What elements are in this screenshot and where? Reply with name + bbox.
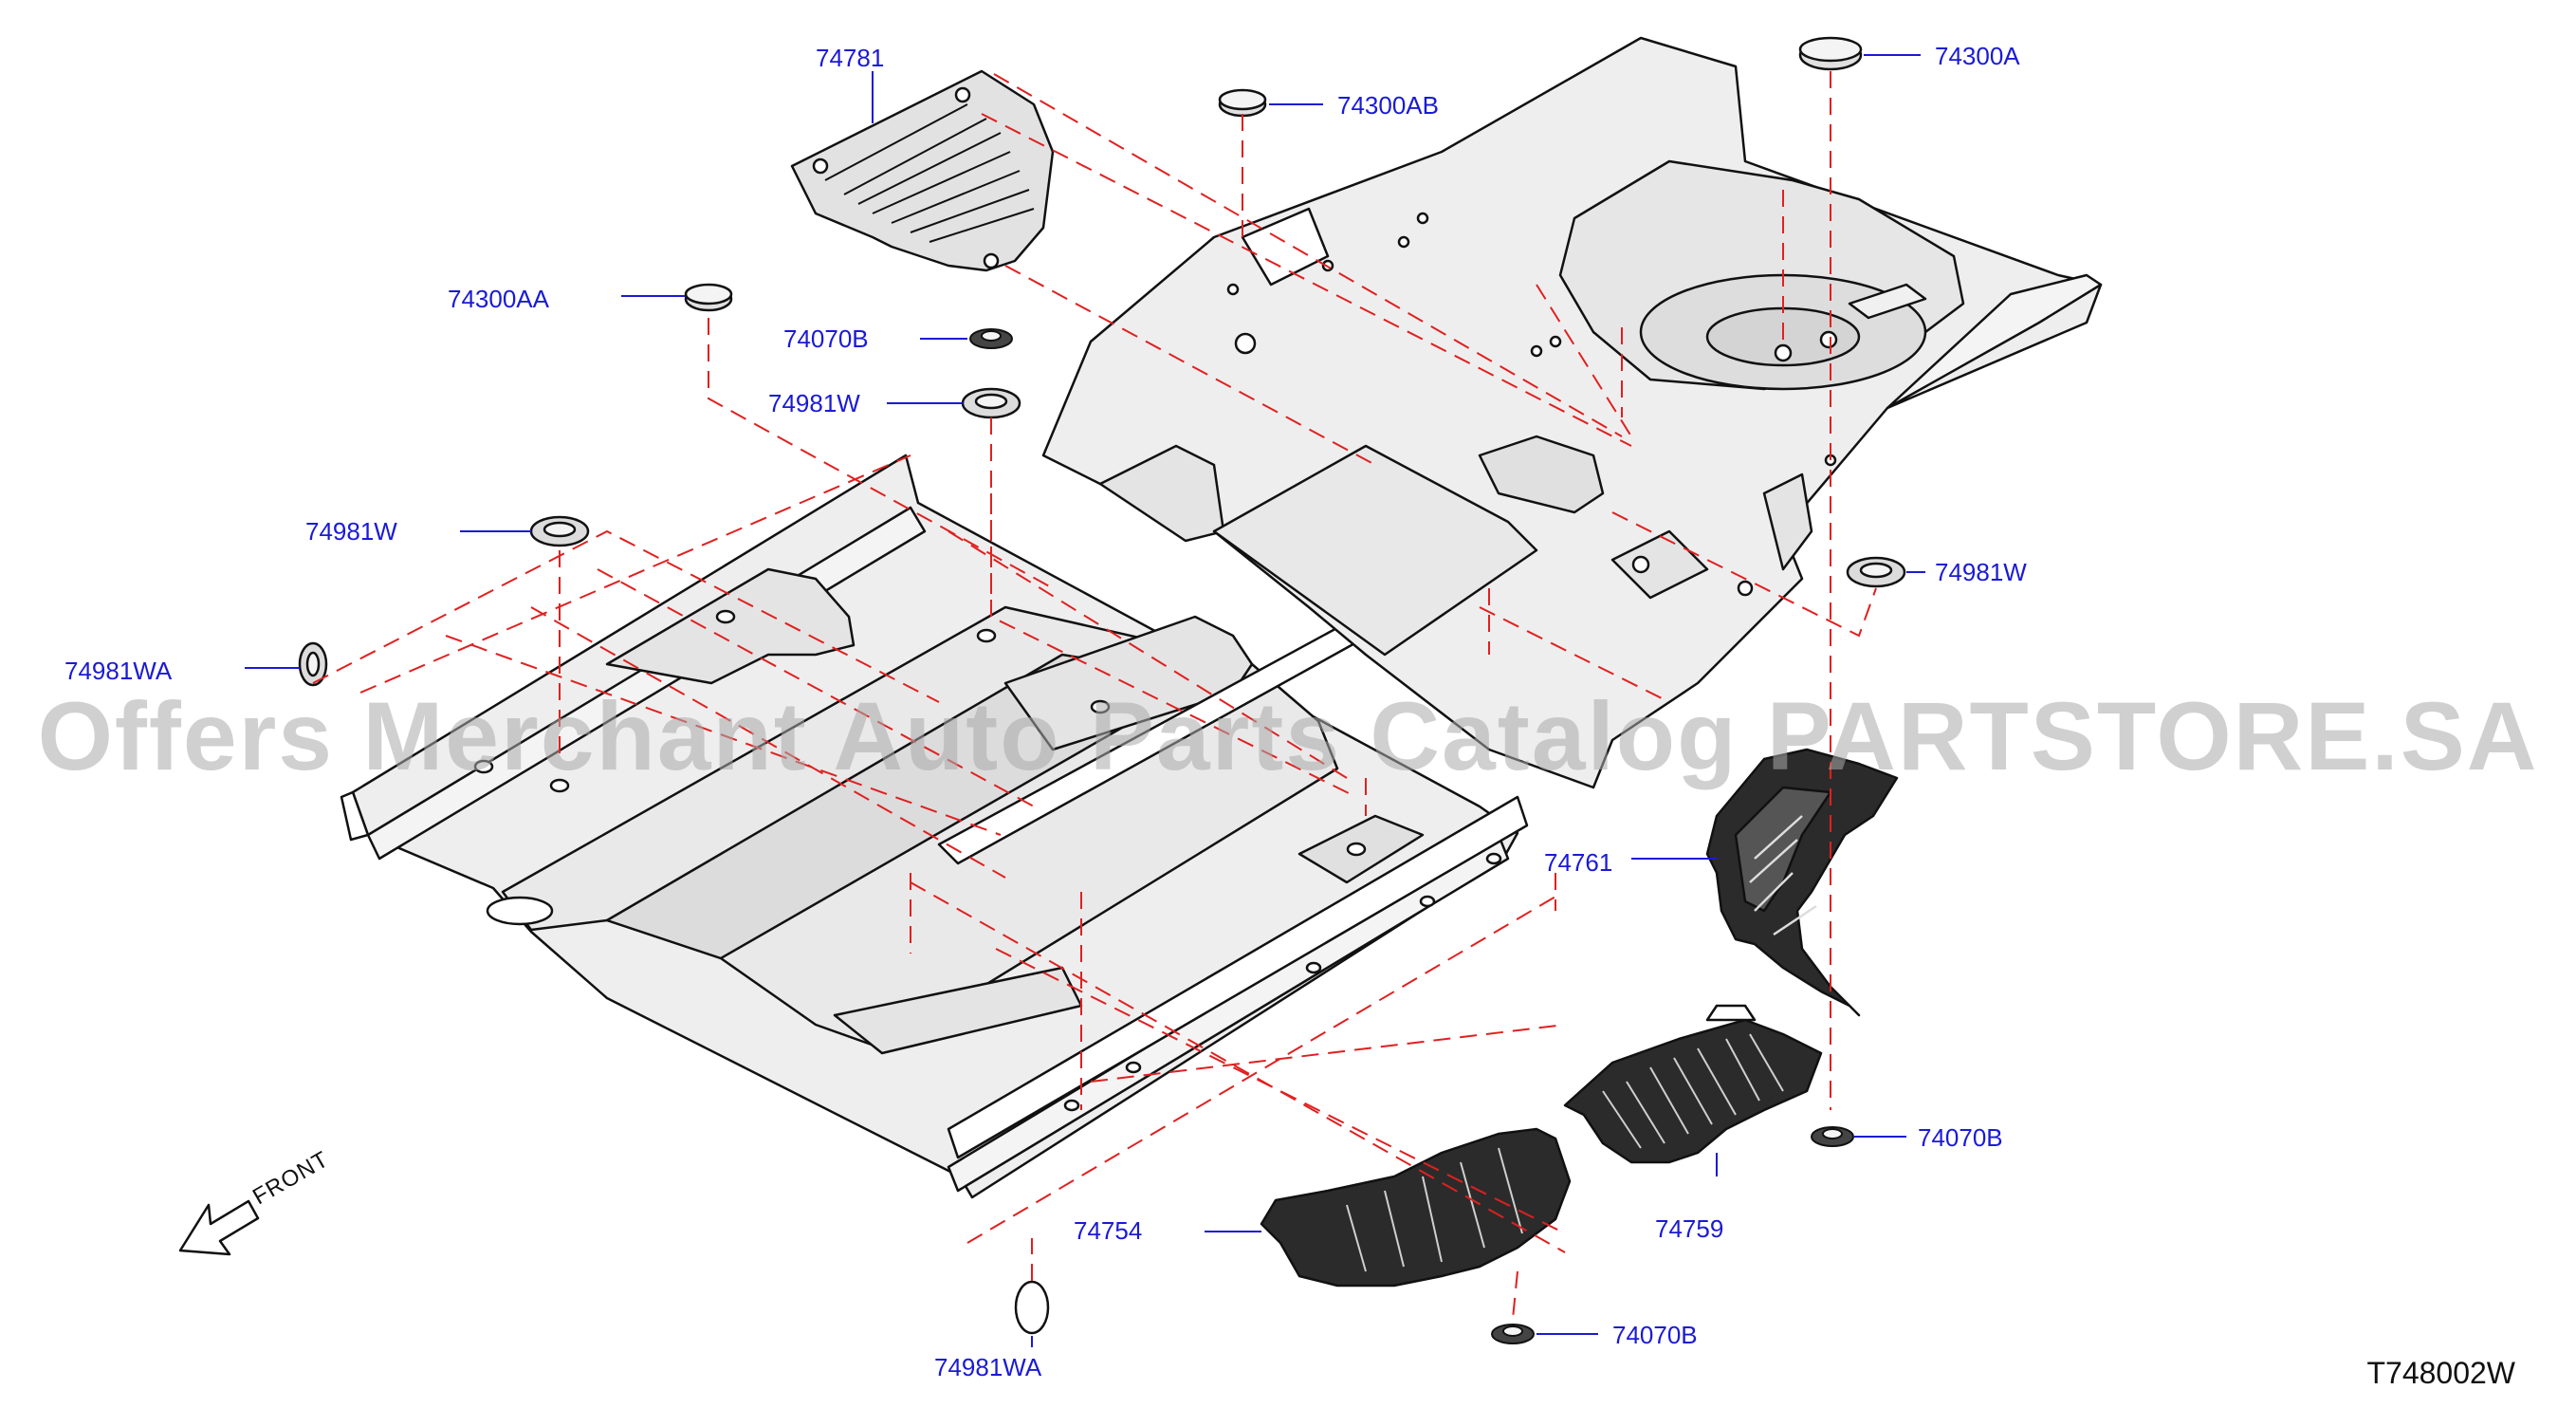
- callout-74781[interactable]: 74781: [816, 44, 885, 72]
- diagram-code: T748002W: [2366, 1356, 2515, 1390]
- callout-74070B-right[interactable]: 74070B: [1918, 1123, 2003, 1152]
- clip-74070B-bottom: [1491, 1324, 1535, 1344]
- plug-74300AB: [1218, 88, 1267, 118]
- insulator-74781: [790, 69, 1055, 272]
- insulator-74761: [1705, 748, 1899, 1017]
- callout-74981W-top[interactable]: 74981W: [768, 389, 860, 417]
- insulator-74754: [1260, 1127, 1572, 1288]
- grommet-74981W-right: [1846, 556, 1906, 588]
- clip-74070B-right: [1811, 1126, 1854, 1147]
- front-arrow-icon: [178, 1199, 260, 1256]
- callout-74300AA[interactable]: 74300AA: [448, 285, 549, 313]
- callout-74070B-bottom[interactable]: 74070B: [1612, 1321, 1698, 1349]
- callout-74981WA-left[interactable]: 74981WA: [64, 657, 173, 685]
- callout-74300A[interactable]: 74300A: [1935, 42, 2020, 70]
- rear-floor-panel: [1041, 36, 2103, 789]
- callout-74754[interactable]: 74754: [1074, 1216, 1143, 1245]
- callout-74070B-top[interactable]: 74070B: [783, 324, 869, 353]
- callout-74300AB[interactable]: 74300AB: [1337, 91, 1439, 120]
- assembly-guide-lines: [312, 71, 1877, 1320]
- grommet-74981W-top: [961, 387, 1021, 419]
- plug-74300AA: [684, 283, 733, 312]
- front-floor-panel: [340, 454, 1529, 1199]
- grommet-74981WA-bottom: [1014, 1280, 1050, 1335]
- clip-74070B-top: [969, 328, 1013, 349]
- grommet-74981WA-left: [298, 641, 328, 687]
- callout-74761[interactable]: 74761: [1544, 848, 1613, 877]
- plug-74300A: [1798, 36, 1863, 71]
- insulator-74759: [1563, 1004, 1823, 1164]
- callout-74981W-right[interactable]: 74981W: [1935, 558, 2027, 586]
- callout-74981WA-bottom[interactable]: 74981WA: [934, 1353, 1042, 1381]
- leader-lines: [245, 54, 1925, 1347]
- callout-74759[interactable]: 74759: [1655, 1214, 1724, 1243]
- grommet-74981W-left: [529, 515, 590, 547]
- callout-74981W-left[interactable]: 74981W: [305, 517, 397, 546]
